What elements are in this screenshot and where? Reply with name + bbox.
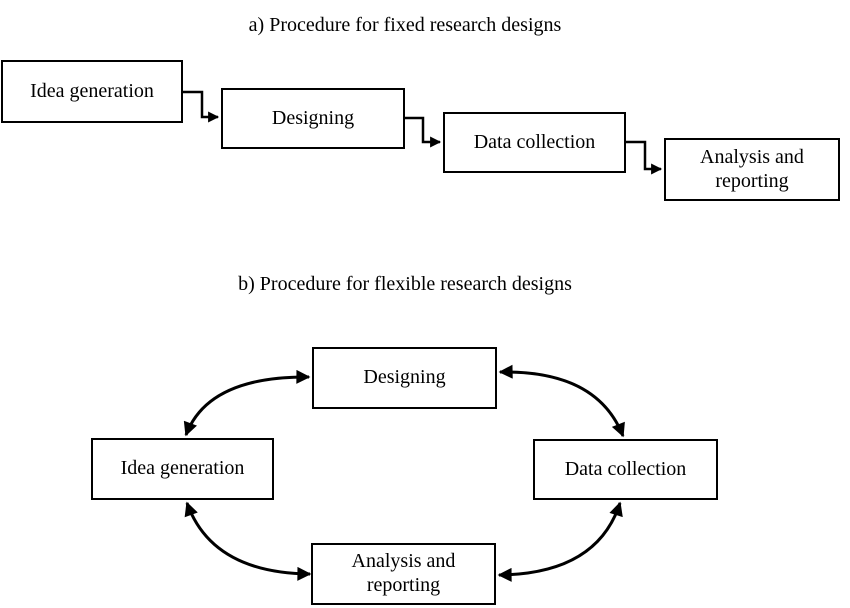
box-b-idea-generation: Idea generation	[91, 438, 274, 500]
box-b-designing: Designing	[312, 347, 497, 409]
box-b-analysis-reporting: Analysis and reporting	[311, 543, 496, 605]
box-b-data-collection-label: Data collection	[564, 457, 687, 480]
box-a-idea-generation: Idea generation	[1, 60, 183, 123]
section-b-title: b) Procedure for flexible research desig…	[238, 273, 572, 295]
box-a-idea-generation-label: Idea generation	[30, 79, 154, 102]
box-a-designing: Designing	[221, 88, 405, 149]
arrow-analysis-idea-icon	[184, 501, 312, 581]
arrow-idea-designing-icon	[183, 369, 311, 437]
arrow-designing-data-icon	[498, 364, 625, 438]
box-a-designing-label: Designing	[271, 106, 355, 129]
connector-idea-to-designing-icon	[183, 90, 220, 123]
box-b-data-collection: Data collection	[533, 439, 718, 500]
connector-designing-to-data-icon	[405, 116, 442, 148]
box-a-data-collection-label: Data collection	[473, 130, 596, 153]
arrow-data-analysis-icon	[497, 501, 623, 582]
section-a-title: a) Procedure for fixed research designs	[248, 14, 562, 36]
box-a-analysis-reporting-label: Analysis and reporting	[700, 145, 804, 192]
box-b-idea-generation-label: Idea generation	[120, 457, 245, 480]
box-a-data-collection: Data collection	[443, 112, 626, 173]
box-b-designing-label: Designing	[363, 366, 446, 389]
box-b-analysis-reporting-label: Analysis and reporting	[351, 550, 456, 596]
connector-data-to-analysis-icon	[626, 140, 663, 175]
box-a-analysis-reporting: Analysis and reporting	[664, 138, 840, 201]
